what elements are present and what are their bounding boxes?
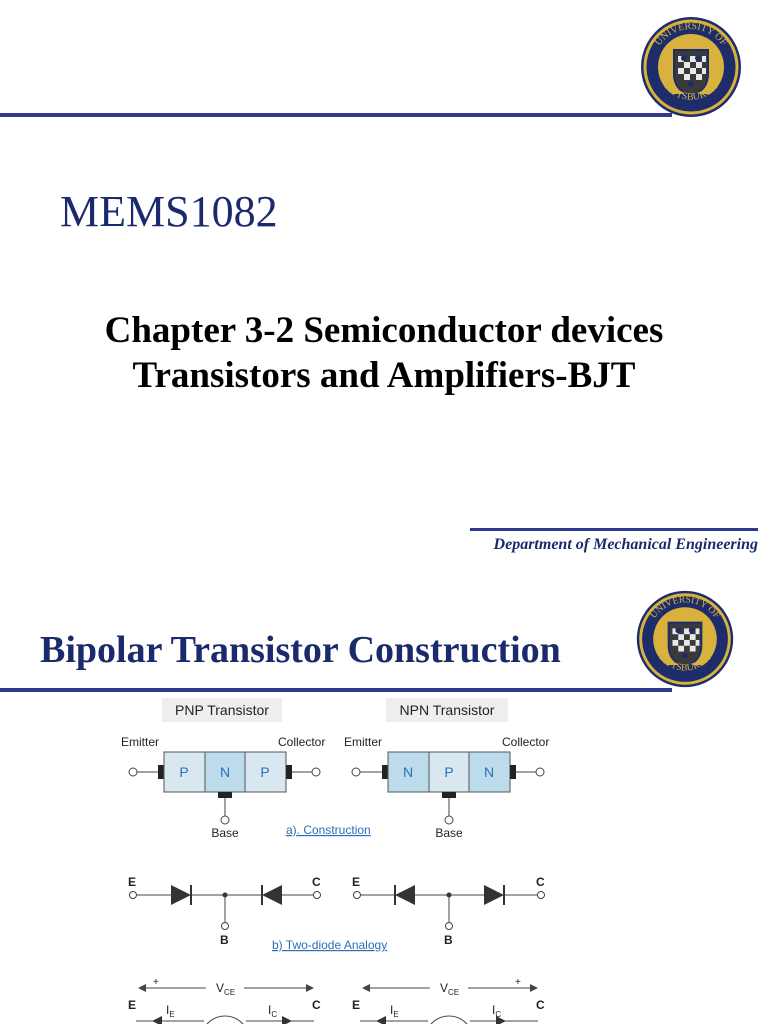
npn-label-box bbox=[386, 698, 508, 722]
pnp-collector-contact bbox=[286, 765, 292, 779]
pnp-ie-arrow-icon bbox=[152, 1016, 162, 1024]
university-seal-icon-2: UNIVERSITY OF PITTSBURGH bbox=[636, 590, 734, 688]
pnp-ic-arrow-icon bbox=[282, 1016, 292, 1024]
npn-ic-label: IC bbox=[492, 1003, 501, 1019]
pnp-collector-label: Collector bbox=[278, 735, 325, 749]
npn-symbol-c-label: C bbox=[536, 998, 545, 1012]
department-rule bbox=[470, 528, 758, 531]
npn-symbol-e-label: E bbox=[352, 998, 360, 1012]
npn-ic-arrow-icon bbox=[496, 1016, 506, 1024]
pnp-diode-c-label: C bbox=[312, 875, 321, 889]
pnp-ic-label: IC bbox=[268, 1003, 277, 1019]
pnp-emitter-terminal bbox=[128, 767, 138, 777]
pnp-label: PNP Transistor bbox=[175, 702, 269, 718]
pnp-diode-b-terminal bbox=[221, 922, 229, 930]
pnp-layer-n-label: N bbox=[220, 764, 230, 780]
npn-vce-arrowhead-left bbox=[362, 984, 370, 992]
npn-diode-e-terminal bbox=[353, 891, 361, 899]
pnp-emitter-contact bbox=[158, 765, 164, 779]
npn-emitter-terminal bbox=[351, 767, 361, 777]
npn-ie-arrow-icon bbox=[376, 1016, 386, 1024]
npn-layer-n2-label: N bbox=[484, 764, 494, 780]
pnp-ie-label: IE bbox=[166, 1003, 175, 1019]
bjt-construction-figure: PNP Transistor NPN Transistor Emitter Co… bbox=[121, 698, 549, 1024]
pnp-diode-2-icon bbox=[262, 885, 282, 905]
pnp-diode-c-terminal bbox=[313, 891, 321, 899]
npn-diode-2-icon bbox=[484, 885, 504, 905]
npn-emitter-label: Emitter bbox=[344, 735, 382, 749]
chapter-title-line1: Chapter 3-2 Semiconductor devices bbox=[104, 310, 664, 351]
chapter-title: Chapter 3-2 Semiconductor devices Transi… bbox=[0, 308, 768, 398]
npn-diode-b-terminal bbox=[445, 922, 453, 930]
npn-transistor-symbol bbox=[430, 1015, 468, 1024]
pnp-base-terminal bbox=[220, 815, 230, 825]
pnp-collector-terminal bbox=[311, 767, 321, 777]
npn-label: NPN Transistor bbox=[400, 702, 495, 718]
npn-collector-label: Collector bbox=[502, 735, 549, 749]
pnp-diode-1-icon bbox=[171, 885, 191, 905]
pnp-diode-e-label: E bbox=[128, 875, 136, 889]
pnp-symbol-c-label: C bbox=[312, 998, 321, 1012]
npn-base-contact bbox=[442, 792, 456, 798]
npn-diode-e-label: E bbox=[352, 875, 360, 889]
department-name: Department of Mechanical Engineering bbox=[493, 536, 758, 553]
pnp-vce-plus: + bbox=[153, 977, 159, 988]
pnp-vce-arrowhead-left bbox=[138, 984, 146, 992]
npn-collector-terminal bbox=[535, 767, 545, 777]
slide-title: Bipolar Transistor Construction bbox=[40, 629, 561, 671]
npn-layer-n2 bbox=[468, 751, 511, 793]
npn-ie-label: IE bbox=[390, 1003, 399, 1019]
pnp-layer-n bbox=[204, 751, 246, 793]
npn-vce-plus: + bbox=[515, 977, 521, 988]
caption-two-diode: b) Two-diode Analogy bbox=[272, 938, 387, 952]
pnp-vce-arrowhead-right bbox=[306, 984, 314, 992]
header-rule bbox=[0, 113, 672, 117]
course-code: MEMS1082 bbox=[60, 187, 278, 236]
pnp-layer-p1-label: P bbox=[179, 764, 188, 780]
npn-vce-arrowhead-right bbox=[530, 984, 538, 992]
pnp-base-label: Base bbox=[211, 826, 239, 840]
npn-layer-p-label: P bbox=[444, 764, 453, 780]
pnp-emitter-label: Emitter bbox=[121, 735, 159, 749]
pnp-diode-e-terminal bbox=[129, 891, 137, 899]
slide-title-rule bbox=[0, 688, 672, 692]
npn-emitter-contact bbox=[382, 765, 388, 779]
pnp-diode-b-label: B bbox=[220, 933, 229, 947]
pnp-layer-p2-label: P bbox=[260, 764, 269, 780]
npn-collector-contact bbox=[510, 765, 516, 779]
npn-diode-c-label: C bbox=[536, 875, 545, 889]
pnp-symbol-e-label: E bbox=[128, 998, 136, 1012]
pnp-layer-p1 bbox=[163, 751, 206, 793]
npn-diode-1-icon bbox=[395, 885, 415, 905]
pnp-layer-p2 bbox=[244, 751, 287, 793]
npn-diode-b-label: B bbox=[444, 933, 453, 947]
npn-base-terminal bbox=[444, 815, 454, 825]
npn-layer-n1-label: N bbox=[403, 764, 413, 780]
pnp-base-contact bbox=[218, 792, 232, 798]
pnp-transistor-symbol bbox=[206, 1015, 244, 1024]
caption-construction: a). Construction bbox=[286, 823, 371, 837]
npn-base-label: Base bbox=[435, 826, 463, 840]
pnp-vce-label: VCE bbox=[216, 981, 235, 997]
npn-vce-label: VCE bbox=[440, 981, 459, 997]
pnp-label-box bbox=[162, 698, 282, 722]
npn-diode-c-terminal bbox=[537, 891, 545, 899]
npn-layer-p bbox=[428, 751, 470, 793]
chapter-title-line2: Transistors and Amplifiers-BJT bbox=[132, 355, 636, 396]
university-seal-icon: UNIVERSITY OF PITTSBURGH bbox=[641, 17, 741, 117]
